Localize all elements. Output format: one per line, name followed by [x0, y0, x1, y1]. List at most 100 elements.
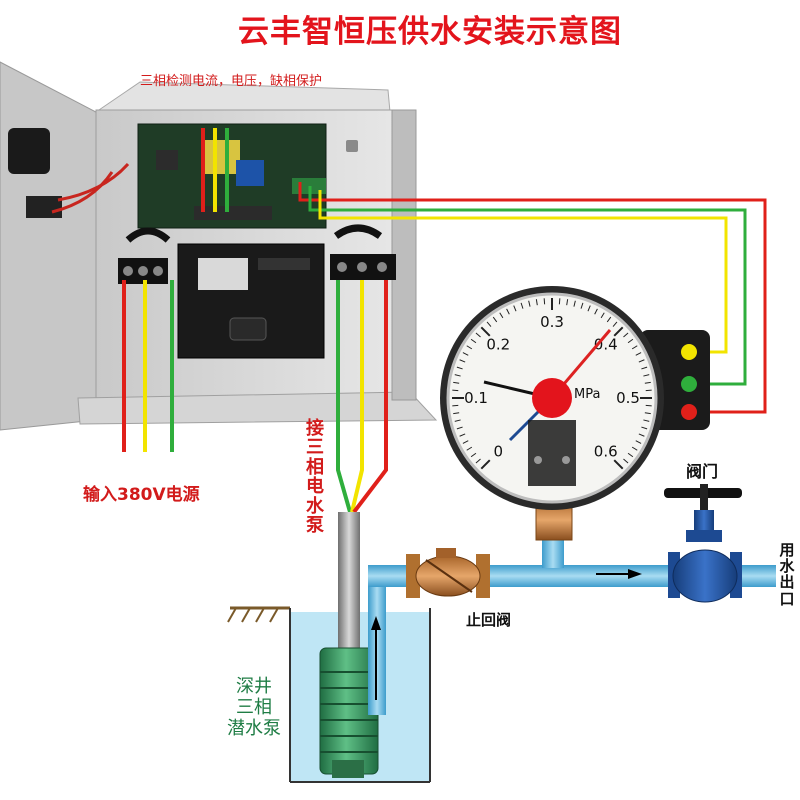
gauge-minor-tick — [635, 440, 642, 444]
check-valve-label: 止回阀 — [466, 611, 512, 629]
gauge-minor-tick — [466, 446, 473, 451]
outlet-label-char: 用 — [779, 541, 795, 559]
gauge-minor-tick — [627, 338, 634, 344]
gauge-minor-tick — [513, 305, 517, 312]
gauge-scale-label: 0.1 — [464, 389, 488, 407]
gauge-minor-tick — [641, 366, 648, 370]
motor-label-char: 三 — [306, 437, 324, 459]
gauge-minor-tick — [635, 352, 642, 356]
motor-label-char: 相 — [306, 456, 324, 478]
gauge-scale-label: 0 — [493, 443, 503, 461]
gauge-minor-tick — [641, 426, 648, 430]
red-terminal-icon — [681, 404, 697, 420]
motor-label-char: 泵 — [306, 515, 324, 537]
gauge-minor-tick — [454, 374, 461, 377]
gauge-major-tick — [613, 459, 624, 470]
gauge-minor-tick — [492, 316, 498, 323]
gauge-minor-tick — [486, 321, 492, 327]
sensing-wires — [201, 128, 229, 212]
water-outlet-label: 用 水 出 口 — [776, 542, 798, 607]
gauge-minor-tick — [643, 419, 650, 422]
gauge-minor-tick — [453, 412, 460, 415]
gauge-minor-tick — [627, 452, 634, 458]
gauge-major-tick — [480, 459, 491, 470]
gauge-minor-tick — [462, 440, 469, 444]
gauge-minor-tick — [456, 426, 463, 430]
gauge-minor-tick — [528, 300, 531, 307]
pump-label-line: 深井 — [236, 676, 272, 697]
gauge-minor-tick — [623, 458, 629, 464]
gauge-scale-label: 0.5 — [616, 389, 640, 407]
gauge-minor-tick — [643, 374, 650, 377]
power-input-wires — [122, 280, 174, 452]
pump-label-line: 潜水泵 — [227, 718, 281, 740]
gauge-minor-tick — [456, 366, 463, 370]
gauge-major-tick — [480, 326, 491, 337]
gauge-major-tick — [613, 326, 624, 337]
outlet-label-char: 口 — [779, 589, 795, 608]
gauge-minor-tick — [644, 381, 651, 384]
pump-cable — [338, 512, 360, 652]
motor-wires — [336, 280, 388, 514]
gauge-minor-tick — [459, 359, 466, 363]
motor-label-char: 接 — [306, 418, 324, 439]
gauge-minor-tick — [499, 312, 504, 319]
gauge-minor-tick — [470, 452, 477, 458]
flow-arrow-icon — [371, 616, 381, 700]
gauge-scale-label: 0.6 — [594, 443, 618, 461]
gauge-minor-tick — [454, 419, 461, 422]
page-title: 云丰智恒压供水安装示意图 — [238, 14, 622, 50]
gauge-minor-tick — [587, 305, 591, 312]
motor-label-char: 水 — [306, 495, 324, 517]
yellow-terminal-icon — [681, 344, 697, 360]
gauge-minor-tick — [520, 302, 524, 309]
pump-label-line: 三相 — [236, 697, 272, 719]
gauge-scale-label: 0.2 — [486, 335, 510, 353]
gauge-minor-tick — [606, 316, 612, 323]
gauge-minor-tick — [462, 352, 469, 356]
motor-connection-label: 接 三 相 电 水 泵 — [301, 419, 329, 536]
green-terminal-icon — [681, 376, 697, 392]
gauge-minor-tick — [631, 345, 638, 350]
check-valve — [406, 548, 490, 598]
gauge-minor-tick — [475, 458, 481, 464]
gate-valve-label: 阀门 — [686, 462, 719, 481]
flow-arrow-right-icon — [596, 569, 642, 579]
gauge-ticks — [452, 298, 652, 470]
gauge-minor-tick — [466, 345, 473, 350]
pump-label: 深井 三相 潜水泵 — [222, 676, 286, 740]
power-input-label: 输入380V电源 — [83, 485, 200, 505]
gauge-minor-tick — [535, 299, 538, 306]
control-box — [0, 61, 438, 431]
gauge-minor-tick — [475, 332, 481, 338]
gauge-adjust-knob — [532, 378, 572, 418]
gauge-minor-tick — [506, 308, 510, 315]
outlet-label-char: 出 — [779, 573, 795, 592]
contactor — [177, 243, 325, 359]
outlet-label-char: 水 — [779, 557, 795, 576]
door-lock-icon — [8, 128, 50, 174]
gauge-signal-wires — [298, 182, 767, 414]
gauge-minor-tick — [638, 433, 645, 437]
gauge-minor-tick — [566, 299, 569, 306]
gauge-minor-tick — [600, 312, 605, 319]
gauge-scale-label: 0.3 — [540, 313, 564, 331]
gauge-minor-tick — [644, 412, 651, 415]
gauge-minor-tick — [623, 332, 629, 338]
gauge-unit: MPa — [574, 387, 600, 402]
gate-valve — [664, 484, 742, 603]
protection-note: 三相检测电流，电压，缺相保护 — [140, 74, 323, 89]
gauge-minor-tick — [459, 433, 466, 437]
gauge-minor-tick — [453, 381, 460, 384]
pressure-gauge: 00.10.20.30.40.50.6 MPa — [440, 286, 710, 541]
gauge-minor-tick — [470, 338, 477, 344]
gauge-minor-tick — [580, 302, 584, 309]
gauge-minor-tick — [594, 308, 598, 315]
gauge-minor-tick — [638, 359, 645, 363]
gauge-minor-tick — [631, 446, 638, 451]
gauge-minor-tick — [573, 300, 576, 307]
motor-label-char: 电 — [306, 476, 324, 498]
gauge-minor-tick — [612, 321, 618, 327]
